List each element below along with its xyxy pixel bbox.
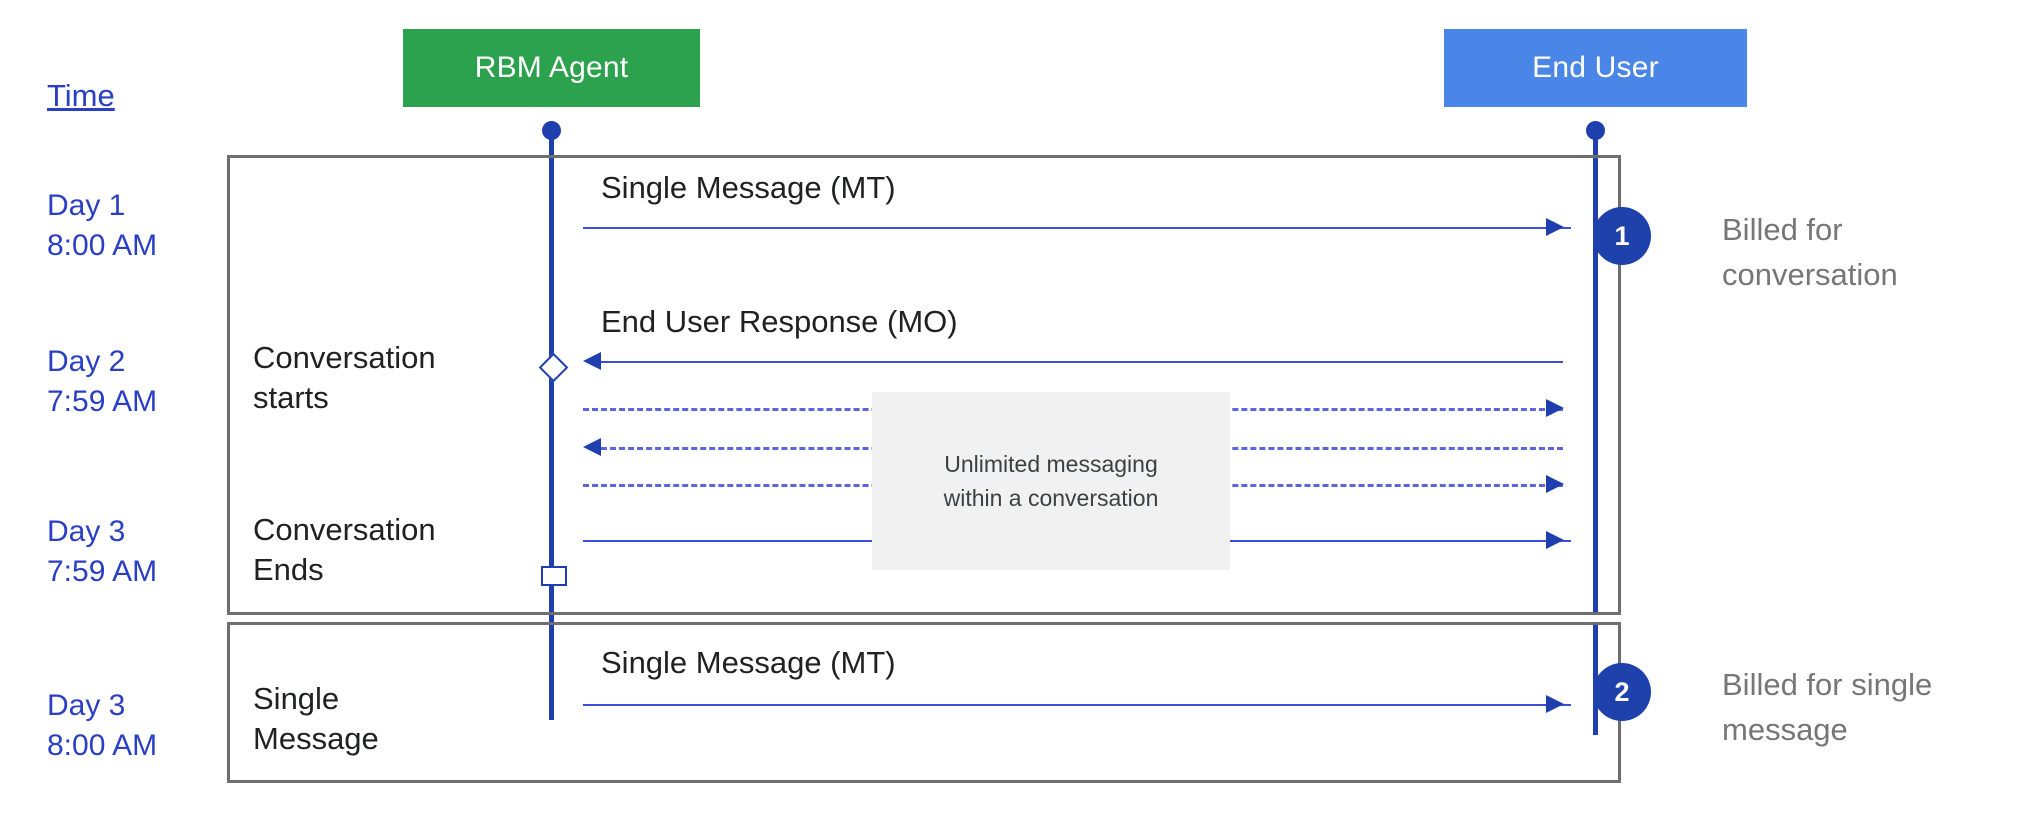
time-axis-header: Time (47, 78, 115, 113)
message-line-single-message-mt-2 (583, 704, 1571, 706)
message-label-single-message-mt-2: Single Message (MT) (601, 645, 896, 680)
note-unlimited-line-1: Unlimited messaging (944, 450, 1158, 477)
time-stamp-day3-end-day: Day 3 (47, 515, 126, 548)
time-stamp-day2: Day 2 7:59 AM (47, 342, 157, 422)
time-stamp-day3-end: Day 3 7:59 AM (47, 512, 157, 592)
message-arrowhead-unlimited-2 (583, 438, 601, 456)
participant-label-end-user: End User (1532, 51, 1659, 84)
time-stamp-day1: Day 1 8:00 AM (47, 186, 157, 266)
lifeline-marker-conversation-end (541, 566, 567, 586)
caption-conversation-ends: Conversation Ends (253, 512, 436, 588)
time-stamp-day3-single: Day 3 8:00 AM (47, 686, 157, 766)
message-arrowhead-single-message-mt-2 (1546, 695, 1564, 713)
time-stamp-day1-day: Day 1 (47, 189, 126, 222)
callout-text-billed-for-conversation: Billed for conversation (1722, 212, 1898, 292)
time-stamp-day2-day: Day 2 (47, 345, 126, 378)
participant-label-rbm-agent: RBM Agent (474, 51, 629, 84)
time-stamp-day3-end-clock: 7:59 AM (47, 554, 158, 588)
participant-box-end-user[interactable]: End User (1444, 29, 1747, 107)
caption-single-message: Single Message (253, 681, 379, 757)
single-message-section-box (227, 622, 1621, 783)
message-arrowhead-conversation-last (1546, 531, 1564, 549)
time-stamp-day1-clock: 8:00 AM (47, 228, 158, 262)
lifeline-rbm-agent (549, 130, 554, 720)
participant-box-rbm-agent[interactable]: RBM Agent (403, 29, 700, 107)
note-unlimited-messaging: Unlimited messaging within a conversatio… (872, 392, 1230, 570)
message-arrowhead-unlimited-1 (1546, 399, 1564, 417)
time-stamp-day3-single-clock: 8:00 AM (47, 728, 158, 762)
caption-conversation-starts: Conversation starts (253, 340, 436, 416)
callout-badge-2[interactable]: 2 (1593, 663, 1651, 721)
message-arrowhead-end-user-response-mo (583, 352, 601, 370)
message-arrowhead-single-message-mt-1 (1546, 218, 1564, 236)
callout-badge-1[interactable]: 1 (1593, 207, 1651, 265)
lifeline-end-user-top (1593, 130, 1598, 615)
time-stamp-day2-clock: 7:59 AM (47, 384, 158, 418)
message-label-end-user-response-mo: End User Response (MO) (601, 304, 958, 339)
message-arrowhead-unlimited-3 (1546, 475, 1564, 493)
note-unlimited-line-2: within a conversation (943, 485, 1159, 511)
callout-text-billed-for-single-message: Billed for single message (1722, 667, 1933, 747)
message-line-single-message-mt-1 (583, 227, 1571, 229)
time-stamp-day3-single-day: Day 3 (47, 689, 126, 722)
message-line-end-user-response-mo (601, 361, 1563, 363)
conversation-section-box (227, 155, 1621, 615)
message-label-single-message-mt-1: Single Message (MT) (601, 170, 896, 205)
